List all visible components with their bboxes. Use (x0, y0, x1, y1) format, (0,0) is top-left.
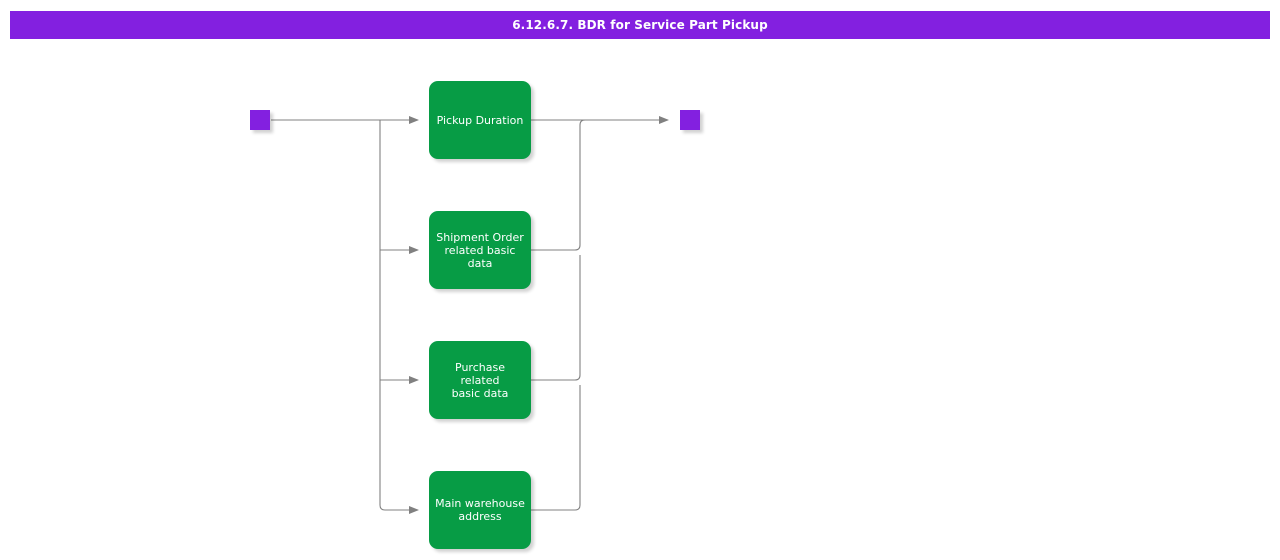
activity-node-label: Shipment Order related basic data (436, 230, 524, 270)
activity-node-label: Pickup Duration (436, 113, 524, 127)
start-terminal[interactable] (250, 110, 270, 130)
activity-node-purchase-related-basic-data[interactable]: Purchase related basic data (429, 341, 531, 419)
fork-spine (379, 120, 419, 514)
activity-node-label: Main warehouse address (435, 497, 525, 523)
edge-branch-4-to-join (531, 385, 581, 511)
activity-node-main-warehouse-address[interactable]: Main warehouse address (429, 471, 531, 549)
edge-branch-2-to-join (531, 119, 586, 251)
activity-node-label: Purchase related basic data (451, 360, 509, 400)
page-title: 6.12.6.7. BDR for Service Part Pickup (512, 18, 768, 32)
end-terminal[interactable] (680, 110, 700, 130)
activity-node-shipment-order-related-basic-data[interactable]: Shipment Order related basic data (429, 211, 531, 289)
title-bar: 6.12.6.7. BDR for Service Part Pickup (10, 11, 1270, 39)
edge-branch-3-to-join (531, 255, 581, 381)
activity-node-pickup-duration[interactable]: Pickup Duration (429, 81, 531, 159)
